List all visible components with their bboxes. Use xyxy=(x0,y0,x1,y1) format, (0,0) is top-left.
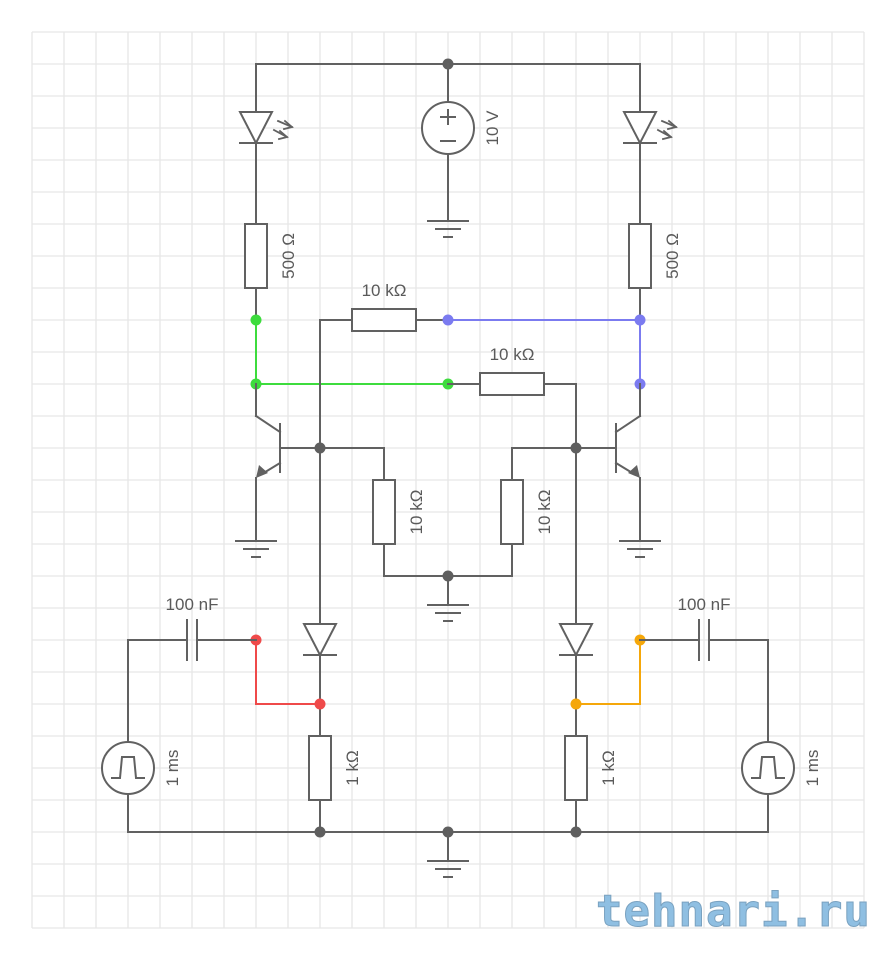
transistor-left-npn[interactable] xyxy=(254,383,282,542)
pulse-source-left[interactable]: 1 ms xyxy=(101,741,182,795)
supply-label: 10 V xyxy=(483,110,502,146)
watermark-logo: tehnari.ru xyxy=(596,886,871,937)
light-emission-icon xyxy=(656,119,678,141)
pulse-source-right[interactable]: 1 ms xyxy=(741,741,822,795)
supply-voltage-source[interactable]: 10 V xyxy=(421,63,502,222)
junction-node xyxy=(442,570,454,582)
net-right-collector xyxy=(442,314,646,390)
resistor-cross-top[interactable]: 10 kΩ xyxy=(351,281,417,332)
resistor-label: 10 kΩ xyxy=(362,281,407,300)
capacitor-label: 100 nF xyxy=(678,595,731,614)
resistor-label: 10 kΩ xyxy=(535,490,554,535)
led-right[interactable] xyxy=(622,111,678,146)
pulse-label: 1 ms xyxy=(163,750,182,787)
pulse-label: 1 ms xyxy=(803,750,822,787)
resistor-label: 500 Ω xyxy=(663,233,682,279)
ground-rail xyxy=(127,826,769,862)
resistor-base-right[interactable]: 10 kΩ xyxy=(500,479,554,545)
ground-icon xyxy=(235,540,277,558)
ground-icon xyxy=(427,604,469,622)
net-left-trigger xyxy=(250,634,326,710)
pulse-icon xyxy=(111,756,145,779)
resistor-label: 10 kΩ xyxy=(490,345,535,364)
ground-icon xyxy=(619,540,661,558)
pulse-icon xyxy=(751,756,785,779)
capacitor-label: 100 nF xyxy=(166,595,219,614)
resistor-base-left[interactable]: 10 kΩ xyxy=(372,479,426,545)
resistor-trigger-left[interactable]: 1 kΩ xyxy=(308,735,362,801)
resistor-collector-left[interactable]: 500 Ω xyxy=(244,223,298,289)
resistor-trigger-right[interactable]: 1 kΩ xyxy=(564,735,618,801)
ground-icon xyxy=(427,220,469,238)
resistor-label: 1 kΩ xyxy=(343,750,362,785)
resistor-label: 500 Ω xyxy=(279,233,298,279)
junction-node xyxy=(570,442,582,454)
resistor-label: 1 kΩ xyxy=(599,750,618,785)
junction-node xyxy=(314,442,326,454)
resistor-label: 10 kΩ xyxy=(407,490,426,535)
resistor-cross-bottom[interactable]: 10 kΩ xyxy=(479,345,545,396)
ground-icon xyxy=(427,860,469,878)
light-emission-icon xyxy=(272,119,294,141)
transistor-right-npn[interactable] xyxy=(614,383,642,542)
